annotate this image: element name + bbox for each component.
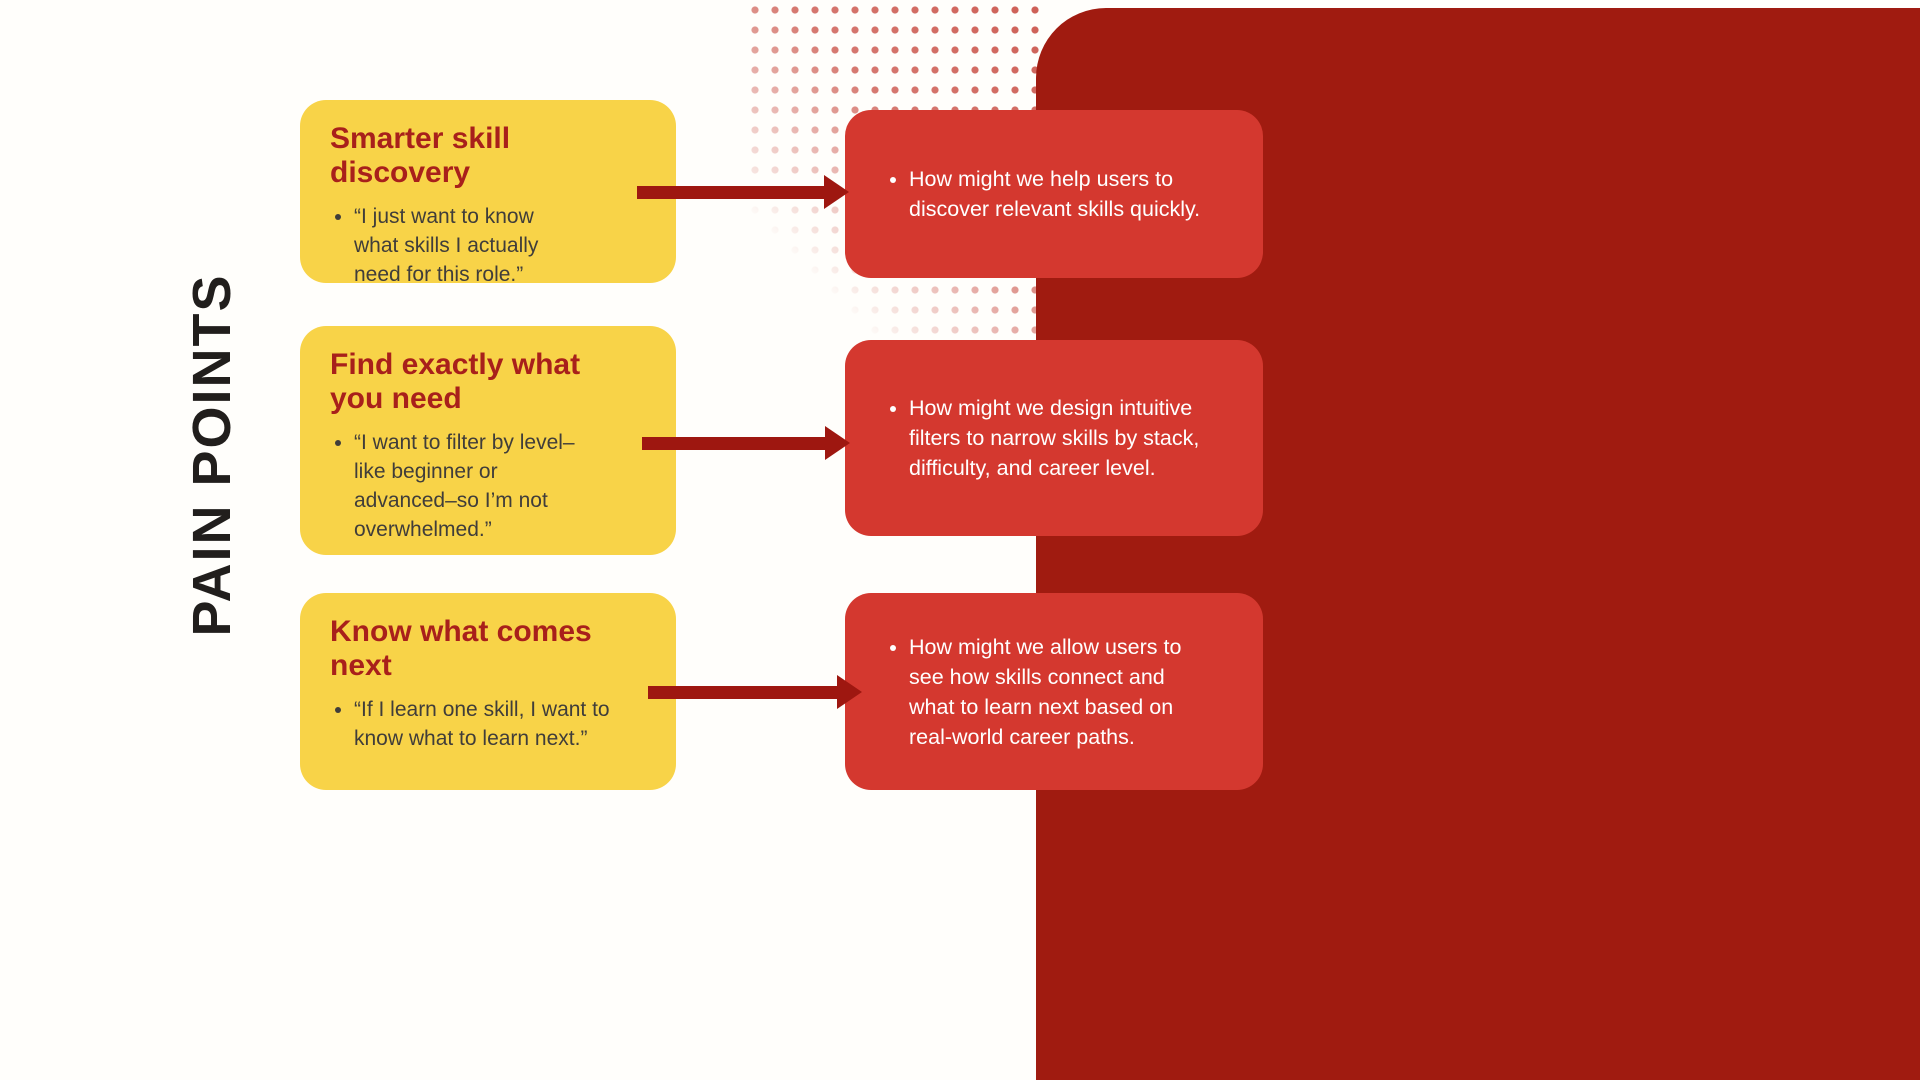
arrow-right-icon <box>637 175 849 209</box>
pain-card-smarter-skill-discovery: Smarter skill discovery “I just want to … <box>300 100 676 286</box>
hmw-card-discover-skills: How might we help users to discover rele… <box>845 110 1263 278</box>
pain-card-find-exactly-what-you-need: Find exactly what you need “I want to fi… <box>300 326 676 555</box>
arrow-head <box>824 175 849 209</box>
hmw-text: How might we help users to discover rele… <box>909 164 1211 224</box>
pain-card-quote-list: “I just want to know what skills I actua… <box>330 202 650 289</box>
pain-card-quote: “I just want to know what skills I actua… <box>354 202 554 289</box>
arrow-head <box>825 426 850 460</box>
pain-card-quote-list: “If I learn one skill, I want to know wh… <box>330 695 650 753</box>
arrow-shaft <box>642 436 825 450</box>
arrow-head <box>837 675 862 709</box>
hmw-card-intuitive-filters: How might we design intuitive filters to… <box>845 340 1263 536</box>
arrow-right-icon <box>648 675 862 709</box>
pain-card-title: Know what comes next <box>330 615 592 682</box>
pain-card-know-what-comes-next: Know what comes next “If I learn one ski… <box>300 593 676 790</box>
pain-card-quote: “I want to filter by level–like beginner… <box>354 428 592 544</box>
arrow-shaft <box>648 685 837 699</box>
pain-card-title: Find exactly what you need <box>330 348 581 415</box>
hmw-list: How might we allow users to see how skil… <box>889 632 1211 752</box>
hmw-text: How might we design intuitive filters to… <box>909 393 1211 483</box>
pain-card-title: Smarter skill discovery <box>330 122 511 189</box>
page-title: PAIN POINTS <box>182 273 242 637</box>
hmw-text: How might we allow users to see how skil… <box>909 632 1211 752</box>
arrow-shaft <box>637 185 824 199</box>
hmw-card-skill-connections: How might we allow users to see how skil… <box>845 593 1263 790</box>
pain-card-quote: “If I learn one skill, I want to know wh… <box>354 695 612 753</box>
hmw-list: How might we help users to discover rele… <box>889 164 1211 224</box>
arrow-right-icon <box>642 426 850 460</box>
pain-card-quote-list: “I want to filter by level–like beginner… <box>330 428 650 544</box>
hmw-list: How might we design intuitive filters to… <box>889 393 1211 483</box>
